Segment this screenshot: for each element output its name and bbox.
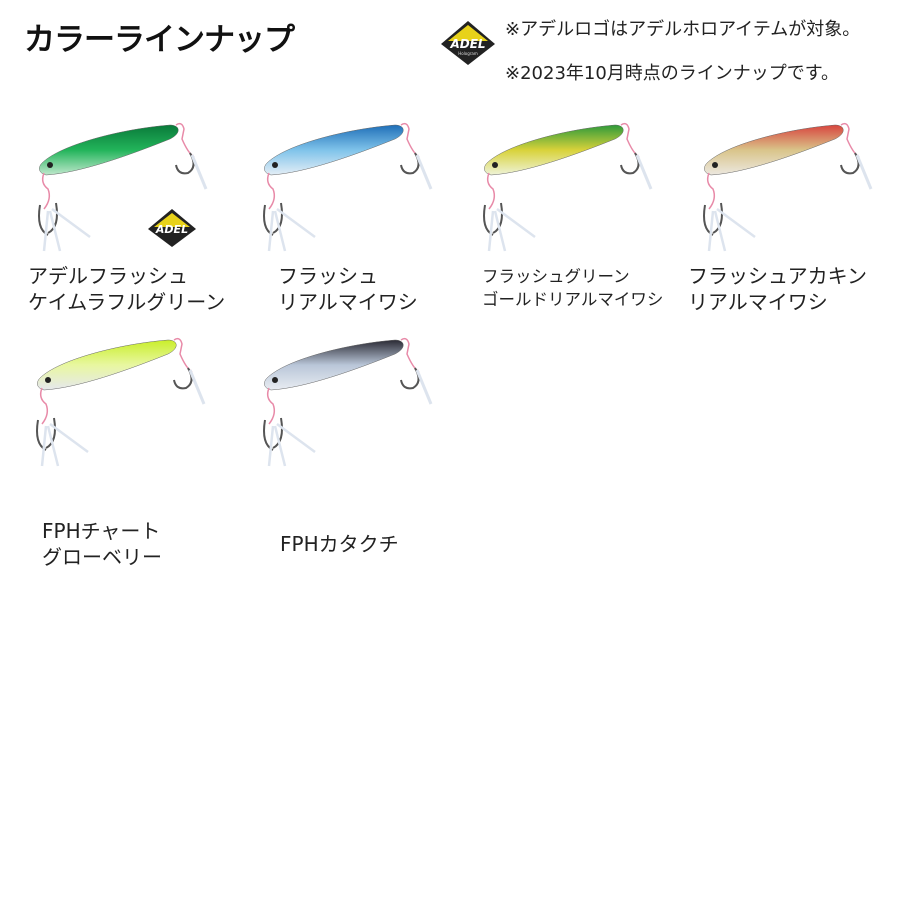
- lure-image: ADEL: [38, 122, 208, 252]
- color-name-line: フラッシュアカキン: [688, 264, 867, 288]
- lure-image: [263, 122, 433, 252]
- color-name-line: フラッシュ: [278, 264, 378, 288]
- color-name: フラッシュアカキンリアルマイワシ: [688, 263, 867, 315]
- svg-text:ADEL: ADEL: [449, 37, 485, 51]
- color-name: アデルフラッシュケイムラフルグリーン: [28, 263, 225, 315]
- note-adel: ※アデルロゴはアデルホロアイテムが対象。: [505, 19, 861, 40]
- lure-image: [263, 337, 433, 467]
- notes: ※アデルロゴはアデルホロアイテムが対象。 ※2023年10月時点のラインナップで…: [505, 8, 860, 96]
- lure-image: [483, 122, 653, 252]
- lure-image: [703, 122, 873, 252]
- note-date: ※2023年10月時点のラインナップです。: [505, 63, 839, 84]
- adel-logo: ADEL Hologram: [441, 21, 495, 65]
- color-name-line: フラッシュグリーン: [482, 267, 630, 286]
- color-name-line: アデルフラッシュ: [28, 264, 188, 288]
- page-title: カラーラインナップ: [24, 22, 295, 58]
- color-name-line: グローベリー: [42, 545, 162, 569]
- color-name-line: ゴールドリアルマイワシ: [482, 290, 664, 309]
- adel-badge: ADEL: [148, 209, 196, 247]
- svg-text:Hologram: Hologram: [458, 51, 478, 56]
- color-name: フラッシュリアルマイワシ: [278, 263, 418, 315]
- color-name: フラッシュグリーンゴールドリアルマイワシ: [482, 265, 663, 311]
- color-name-line: リアルマイワシ: [278, 290, 418, 314]
- svg-text:ADEL: ADEL: [155, 223, 188, 236]
- color-name-line: FPHカタクチ: [280, 532, 399, 556]
- lure-image: [36, 337, 206, 467]
- color-name-line: ケイムラフルグリーン: [28, 290, 226, 314]
- color-name: FPHカタクチ: [280, 531, 399, 557]
- color-name-line: リアルマイワシ: [688, 290, 828, 314]
- color-name-line: FPHチャート: [42, 519, 161, 543]
- color-name: FPHチャートグローベリー: [42, 518, 162, 570]
